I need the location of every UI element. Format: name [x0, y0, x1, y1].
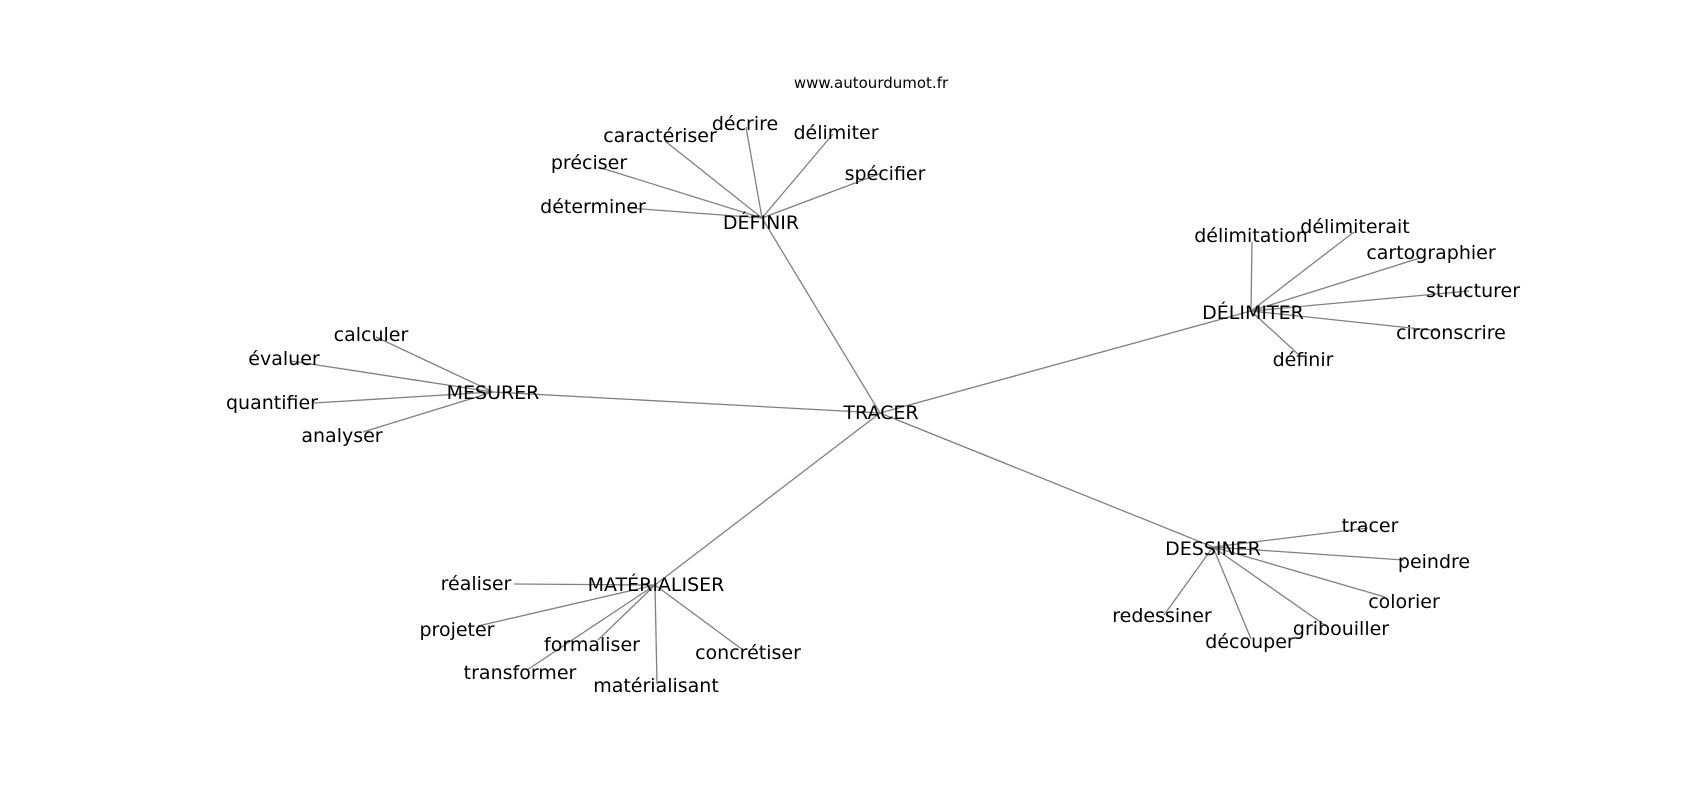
edge-delimiter-definir — [1250, 310, 1300, 356]
edge-delimiter-structurer — [1250, 290, 1470, 312]
leaf-node-label-concretiser: concrétiser — [695, 642, 801, 664]
edge-materialiser-projeter — [477, 584, 656, 627]
edge-dessiner-tracer — [1212, 527, 1369, 548]
leaf-node-label-tracer: tracer — [1342, 515, 1399, 537]
leaf-node-label-materialisant: matérialisant — [593, 675, 719, 697]
leaf-node-label-circonscrire: circonscrire — [1396, 322, 1506, 344]
edge-dessiner-peindre — [1212, 546, 1405, 561]
edge-dessiner-decouper — [1212, 546, 1252, 640]
leaf-node-label-realiser: réaliser — [441, 573, 512, 595]
leaf-node-label-colorier: colorier — [1368, 591, 1440, 613]
leaf-node-label-evaluer: évaluer — [248, 348, 320, 370]
leaf-node-label-redessiner: redessiner — [1112, 605, 1212, 627]
leaf-node-label-decouper: découper — [1205, 631, 1295, 653]
edge-delimiter-delimiterait — [1250, 231, 1355, 312]
edge-root-mesurer — [492, 391, 881, 414]
edge-mesurer-analyser — [362, 391, 494, 433]
leaf-node-label-structurer: structurer — [1426, 280, 1520, 302]
leaf-node-label-peindre: peindre — [1398, 551, 1470, 573]
edge-materialiser-realiser — [513, 583, 656, 586]
leaf-node-label-delimiterait: délimiterait — [1300, 216, 1409, 238]
group-node-label-dessiner: DESSINER — [1165, 538, 1261, 560]
edge-delimiter-cartographier — [1250, 257, 1421, 312]
edge-materialiser-formaliser — [597, 584, 656, 641]
edge-definir-decrire — [745, 126, 763, 219]
leaf-node-label-decrire: décrire — [712, 113, 778, 135]
leaf-node-label-delimiter: délimiter — [793, 122, 878, 144]
leaf-node-label-definir: définir — [1273, 349, 1334, 371]
edge-definir-caracteriser — [664, 140, 763, 219]
edge-root-definir — [761, 217, 881, 414]
leaf-node-label-transformer: transformer — [464, 662, 577, 684]
edge-root-delimiter — [879, 310, 1252, 414]
graph-edges — [290, 126, 1470, 685]
edge-root-materialiser — [654, 412, 881, 586]
group-node-label-delimiter: DÉLIMITER — [1202, 301, 1304, 324]
leaf-node-label-specifier: spécifier — [845, 163, 926, 185]
edge-definir-specifier — [761, 173, 880, 219]
edge-root-dessiner — [879, 412, 1214, 548]
group-node-label-definir: DÉFINIR — [723, 211, 799, 234]
edge-delimiter-circonscrire — [1250, 310, 1440, 332]
leaf-node-label-determiner: déterminer — [540, 196, 646, 218]
leaf-node-label-cartographier: cartographier — [1366, 242, 1496, 264]
leaf-node-label-delimitation: délimitation — [1194, 225, 1308, 247]
group-node-label-mesurer: MESURER — [447, 382, 540, 404]
site-url: www.autourdumot.fr — [794, 74, 949, 92]
leaf-node-label-preciser: préciser — [551, 152, 627, 174]
edge-dessiner-gribouiller — [1212, 546, 1327, 627]
edge-mesurer-quantifier — [313, 391, 494, 404]
edge-delimiter-delimitation — [1250, 241, 1253, 312]
edge-definir-delimiter — [761, 133, 834, 219]
edge-definir-determiner — [627, 207, 763, 219]
edge-definir-preciser — [597, 166, 763, 219]
edge-materialiser-materialisant — [654, 584, 658, 685]
root-node-label: TRACER — [842, 402, 918, 424]
edge-dessiner-redessiner — [1163, 546, 1214, 616]
leaf-node-label-analyser: analyser — [301, 425, 382, 447]
edge-materialiser-transformer — [526, 584, 656, 671]
leaf-node-label-caracteriser: caractériser — [603, 125, 717, 147]
leaf-node-label-gribouiller: gribouiller — [1293, 618, 1389, 640]
group-node-label-materialiser: MATÉRIALISER — [588, 573, 725, 596]
edge-materialiser-concretiser — [654, 584, 744, 651]
leaf-node-label-calculer: calculer — [334, 324, 409, 346]
edge-mesurer-evaluer — [290, 360, 494, 393]
edge-mesurer-calculer — [375, 336, 494, 393]
edge-dessiner-colorier — [1212, 546, 1386, 598]
leaf-node-label-formaliser: formaliser — [544, 634, 640, 656]
leaf-node-label-projeter: projeter — [420, 619, 495, 641]
leaf-node-label-quantifier: quantifier — [226, 392, 318, 414]
